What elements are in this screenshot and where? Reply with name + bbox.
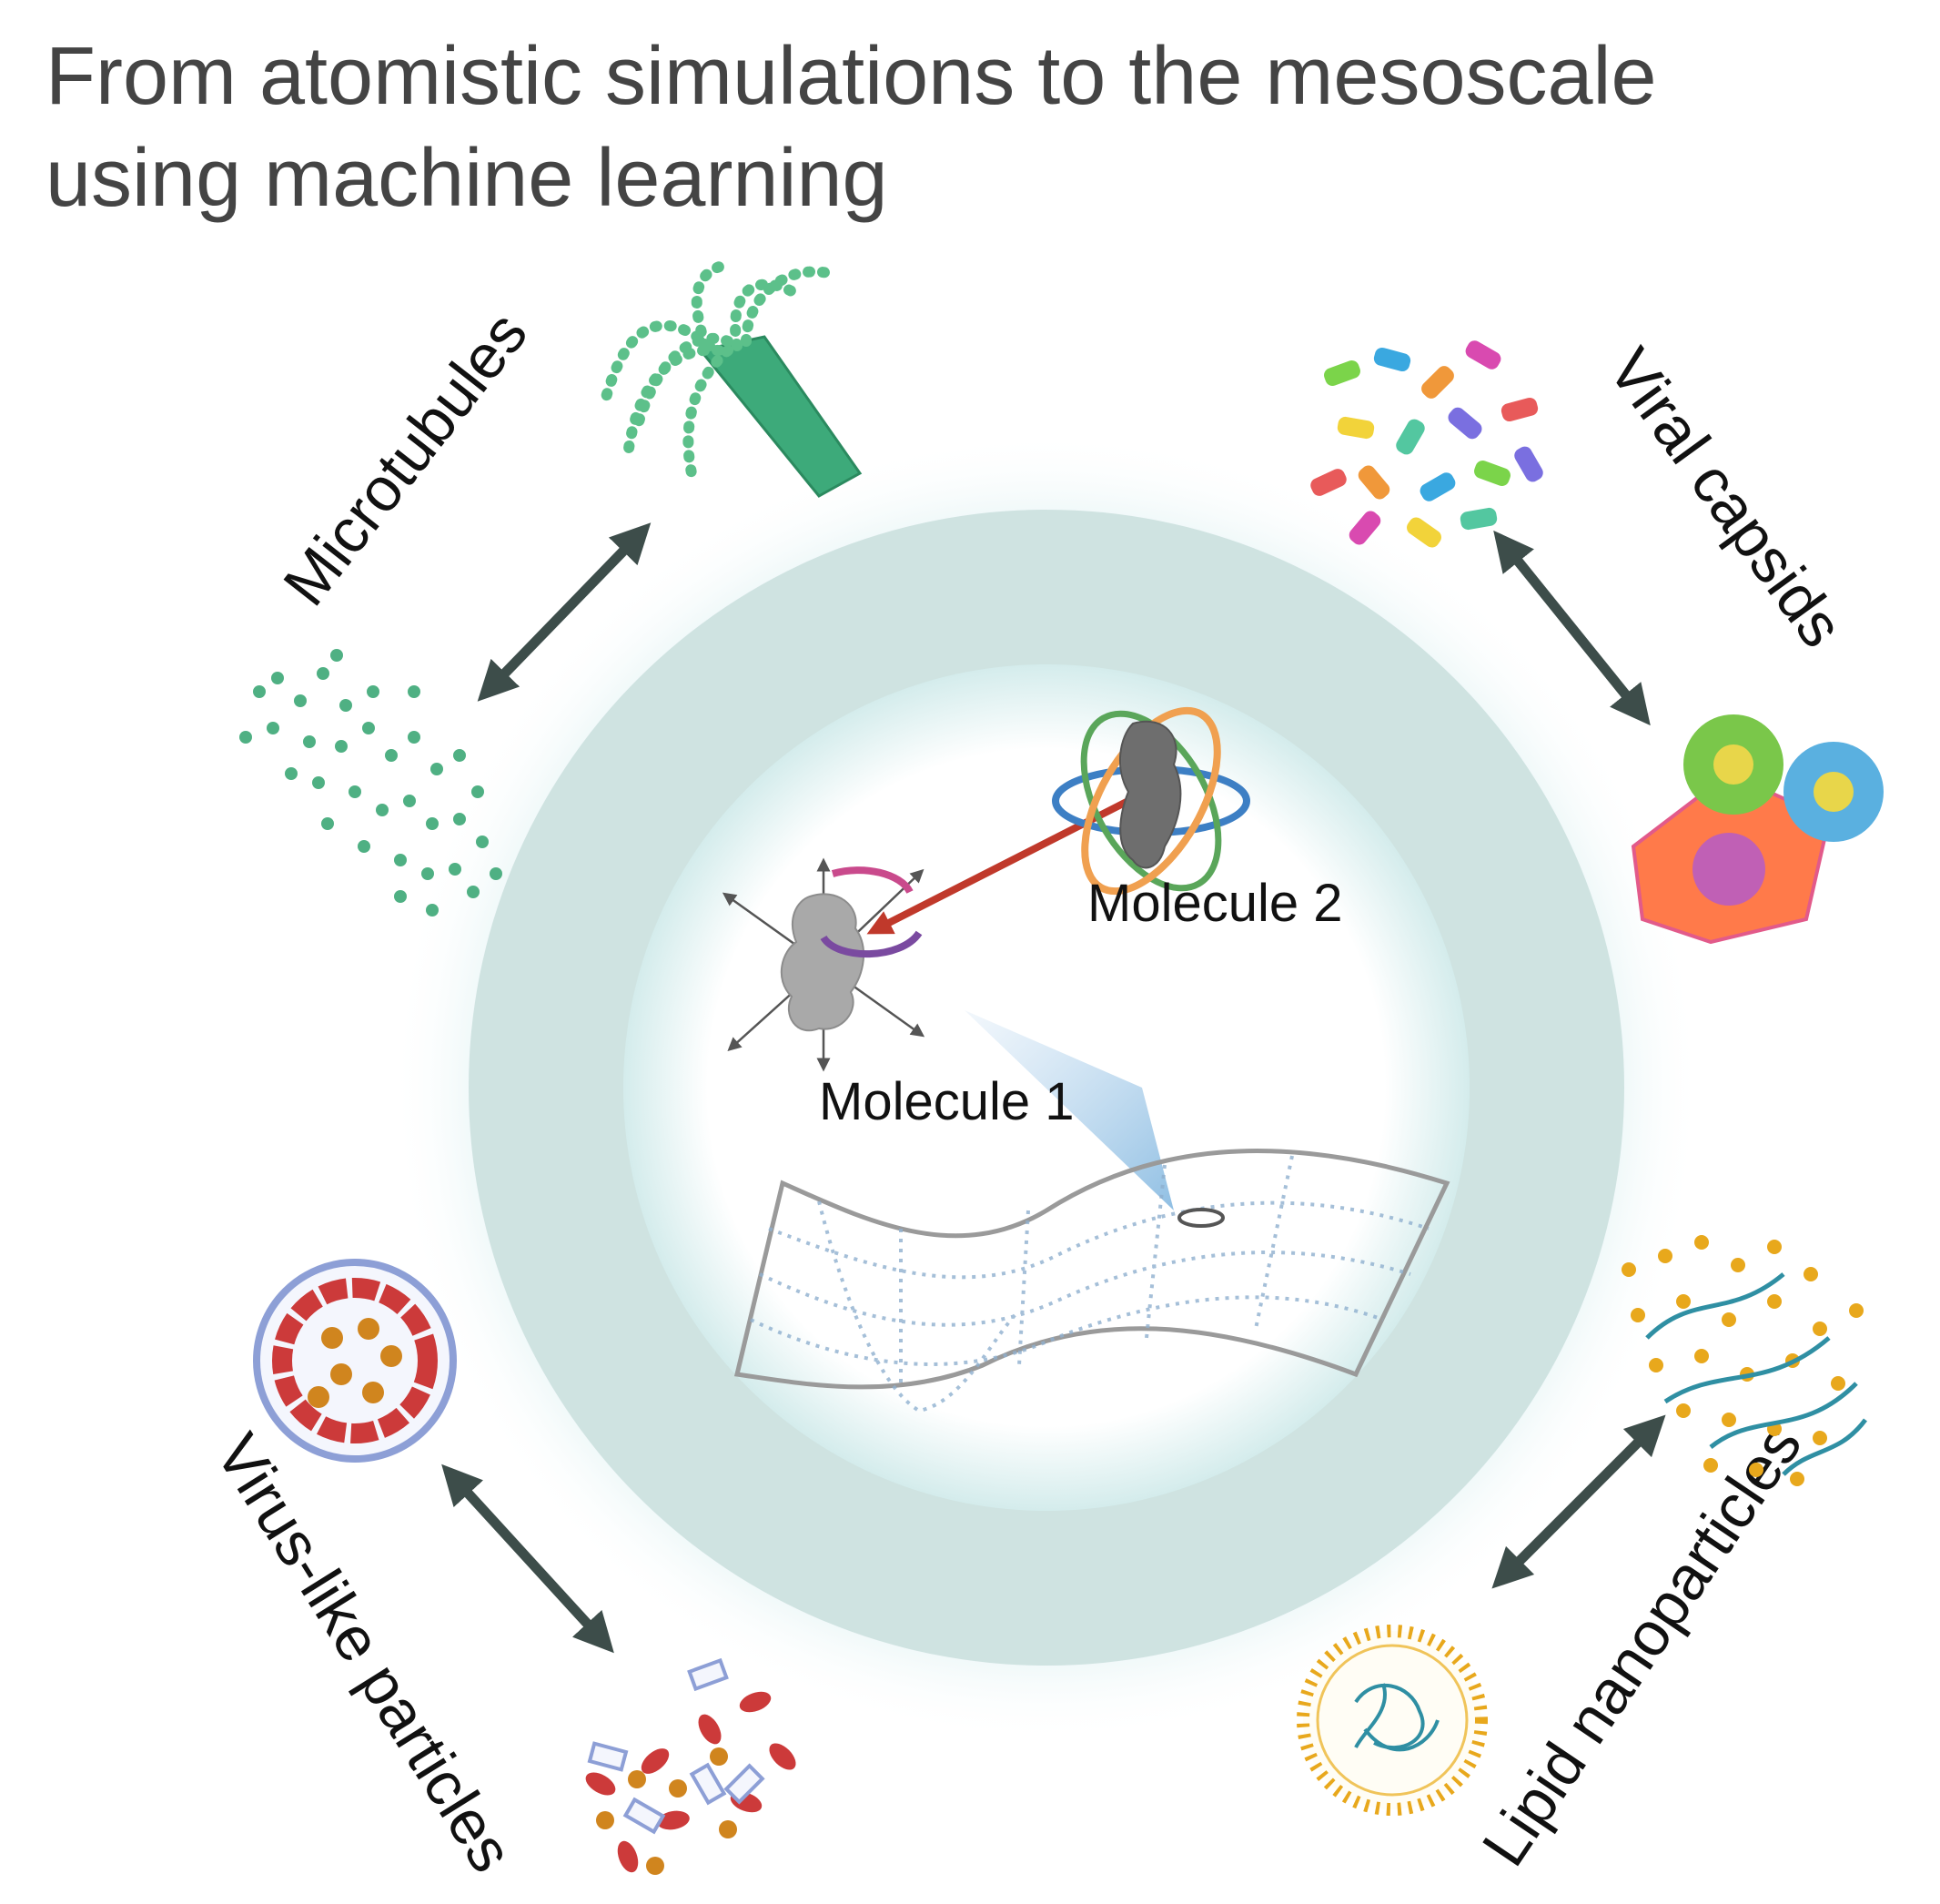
capsid-end-1-core bbox=[1713, 744, 1753, 785]
microtubules-label: Microtubules bbox=[270, 299, 541, 619]
title-line-2: using machine learning bbox=[45, 133, 888, 224]
capsid-proteins bbox=[1310, 340, 1543, 548]
virus-like-particles-arrow bbox=[441, 1463, 614, 1654]
vlp-components bbox=[585, 1657, 796, 1875]
energy-surface bbox=[733, 1010, 1450, 1413]
virus-like-particles-label: Virus-like particles bbox=[202, 1423, 526, 1884]
molecule-1-label: Molecule 1 bbox=[819, 1072, 1074, 1131]
molecule-2-body bbox=[1118, 720, 1182, 869]
vlp-cargo bbox=[308, 1318, 402, 1408]
rotation-arrow-pink bbox=[831, 866, 914, 895]
lipid-nanoparticles-arrow bbox=[1491, 1414, 1666, 1589]
molecule-2 bbox=[1052, 706, 1250, 896]
assembled-capsid bbox=[1631, 714, 1884, 945]
lnp-inner-layer bbox=[1316, 1644, 1469, 1797]
microtubule-cylinder bbox=[698, 335, 863, 498]
viral-capsids-group: Viral capsids bbox=[1310, 336, 1884, 945]
viral-capsids-label: Viral capsids bbox=[1595, 336, 1856, 660]
tubulin-particles bbox=[239, 649, 502, 917]
title-line-1: From atomistic simulations to the mesosc… bbox=[45, 31, 1657, 122]
viral-capsids-arrow bbox=[1493, 530, 1651, 726]
capsid-patch bbox=[1692, 833, 1765, 906]
lnp-rna bbox=[1354, 1683, 1440, 1752]
figure-title: From atomistic simulations to the mesosc… bbox=[45, 25, 1657, 229]
surface-point bbox=[1177, 1208, 1225, 1228]
rotation-ring-orange bbox=[1081, 706, 1221, 896]
capsid-end-2-core bbox=[1814, 772, 1854, 812]
vlp-red-layer bbox=[272, 1278, 438, 1443]
zoom-beam bbox=[965, 1010, 1174, 1210]
lnp-shell bbox=[1297, 1625, 1488, 1816]
rotation-ring-green bbox=[1080, 710, 1222, 892]
vlp-assembled bbox=[253, 1259, 457, 1463]
protofilaments bbox=[600, 258, 834, 479]
surface-grid bbox=[750, 1155, 1430, 1413]
rotation-arrow-purple bbox=[820, 930, 923, 958]
lipid-components bbox=[1622, 1235, 1867, 1486]
surface-outline bbox=[733, 1148, 1450, 1390]
molecule-1-body bbox=[780, 893, 865, 1032]
molecule-1 bbox=[722, 857, 925, 1072]
microtubule-structure bbox=[600, 258, 863, 498]
microtubules-arrow bbox=[477, 522, 652, 702]
molecule-2-label: Molecule 2 bbox=[1087, 874, 1342, 933]
lipid-nanoparticle-assembled bbox=[1297, 1625, 1488, 1816]
